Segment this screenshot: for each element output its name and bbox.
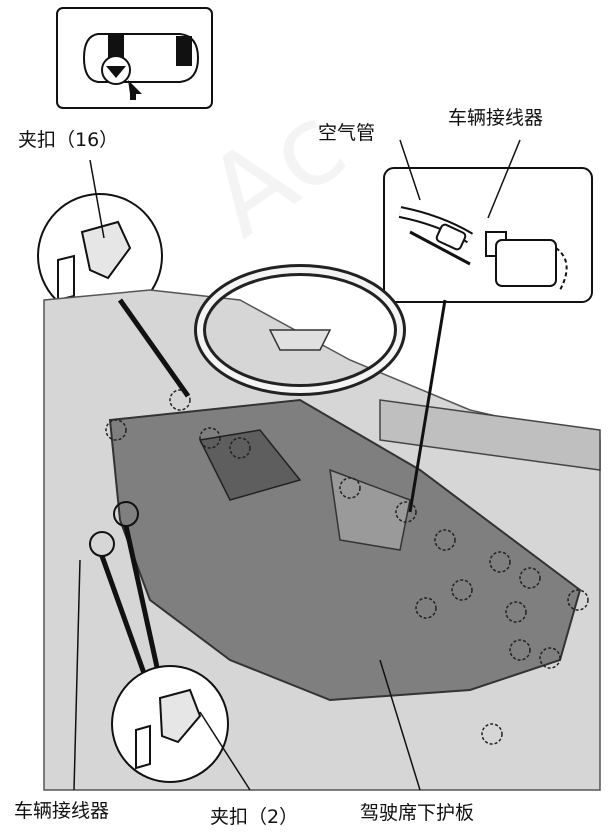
connector-bottom-leader — [73, 559, 81, 791]
clip16-leader — [89, 159, 105, 239]
vehicle-connector-bottom-label: 车辆接线器 — [14, 800, 110, 822]
clip2-label: 夹扣（2） — [210, 806, 299, 828]
watermark: Ac — [184, 80, 367, 262]
clip16-thick-leader — [117, 298, 191, 398]
clip16-label: 夹扣（16） — [18, 129, 119, 151]
arrow-icon — [128, 80, 142, 100]
clip-markers — [105, 389, 589, 745]
clip2-thick-leader-a — [123, 525, 165, 691]
clip2-thick-leader-b — [99, 555, 153, 691]
connector-leader — [487, 139, 521, 219]
connector-inset — [383, 167, 593, 303]
air-pipe-thick-leader — [408, 299, 447, 513]
clip16-inset — [37, 193, 163, 319]
clip2-leader — [199, 711, 251, 791]
under-panel-leader — [379, 659, 421, 791]
air-pipe-label: 空气管 — [318, 122, 376, 144]
under-panel-label: 驾驶席下护板 — [360, 802, 475, 824]
clip2-inset — [111, 665, 229, 783]
vehicle-connector-top-label: 车辆接线器 — [448, 107, 544, 129]
locator-inset — [56, 7, 213, 109]
air-pipe-leader — [399, 139, 421, 201]
